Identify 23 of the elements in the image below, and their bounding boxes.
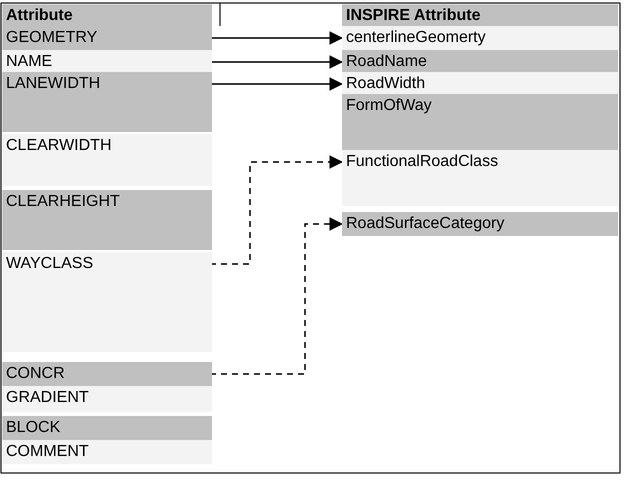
attribute-cell: CLEARWIDTH <box>2 134 212 186</box>
column-header: Attribute <box>2 4 212 26</box>
attribute-cell: RoadName <box>342 50 618 72</box>
attribute-cell: COMMENT <box>2 440 212 464</box>
attribute-cell: CLEARHEIGHT <box>2 190 212 250</box>
attribute-cell: WAYCLASS <box>2 252 212 352</box>
attribute-cell: LANEWIDTH <box>2 72 212 132</box>
arrow <box>210 217 343 375</box>
attribute-cell: BLOCK <box>2 416 212 440</box>
attribute-cell: centerlineGeomerty <box>342 26 618 50</box>
attribute-cell: GEOMETRY <box>2 26 212 50</box>
arrow <box>210 77 343 91</box>
attribute-cell: FormOfWay <box>342 94 618 150</box>
column-header: INSPIRE Attribute <box>342 4 618 26</box>
attribute-cell: RoadWidth <box>342 72 618 94</box>
attribute-cell: GRADIENT <box>2 386 212 412</box>
attribute-cell: NAME <box>2 50 212 72</box>
arrow <box>210 31 343 45</box>
arrow <box>210 55 343 69</box>
arrow <box>210 155 343 265</box>
attribute-cell: RoadSurfaceCategory <box>342 212 618 236</box>
attribute-cell: FunctionalRoadClass <box>342 150 618 206</box>
attribute-cell: CONCR <box>2 362 212 386</box>
